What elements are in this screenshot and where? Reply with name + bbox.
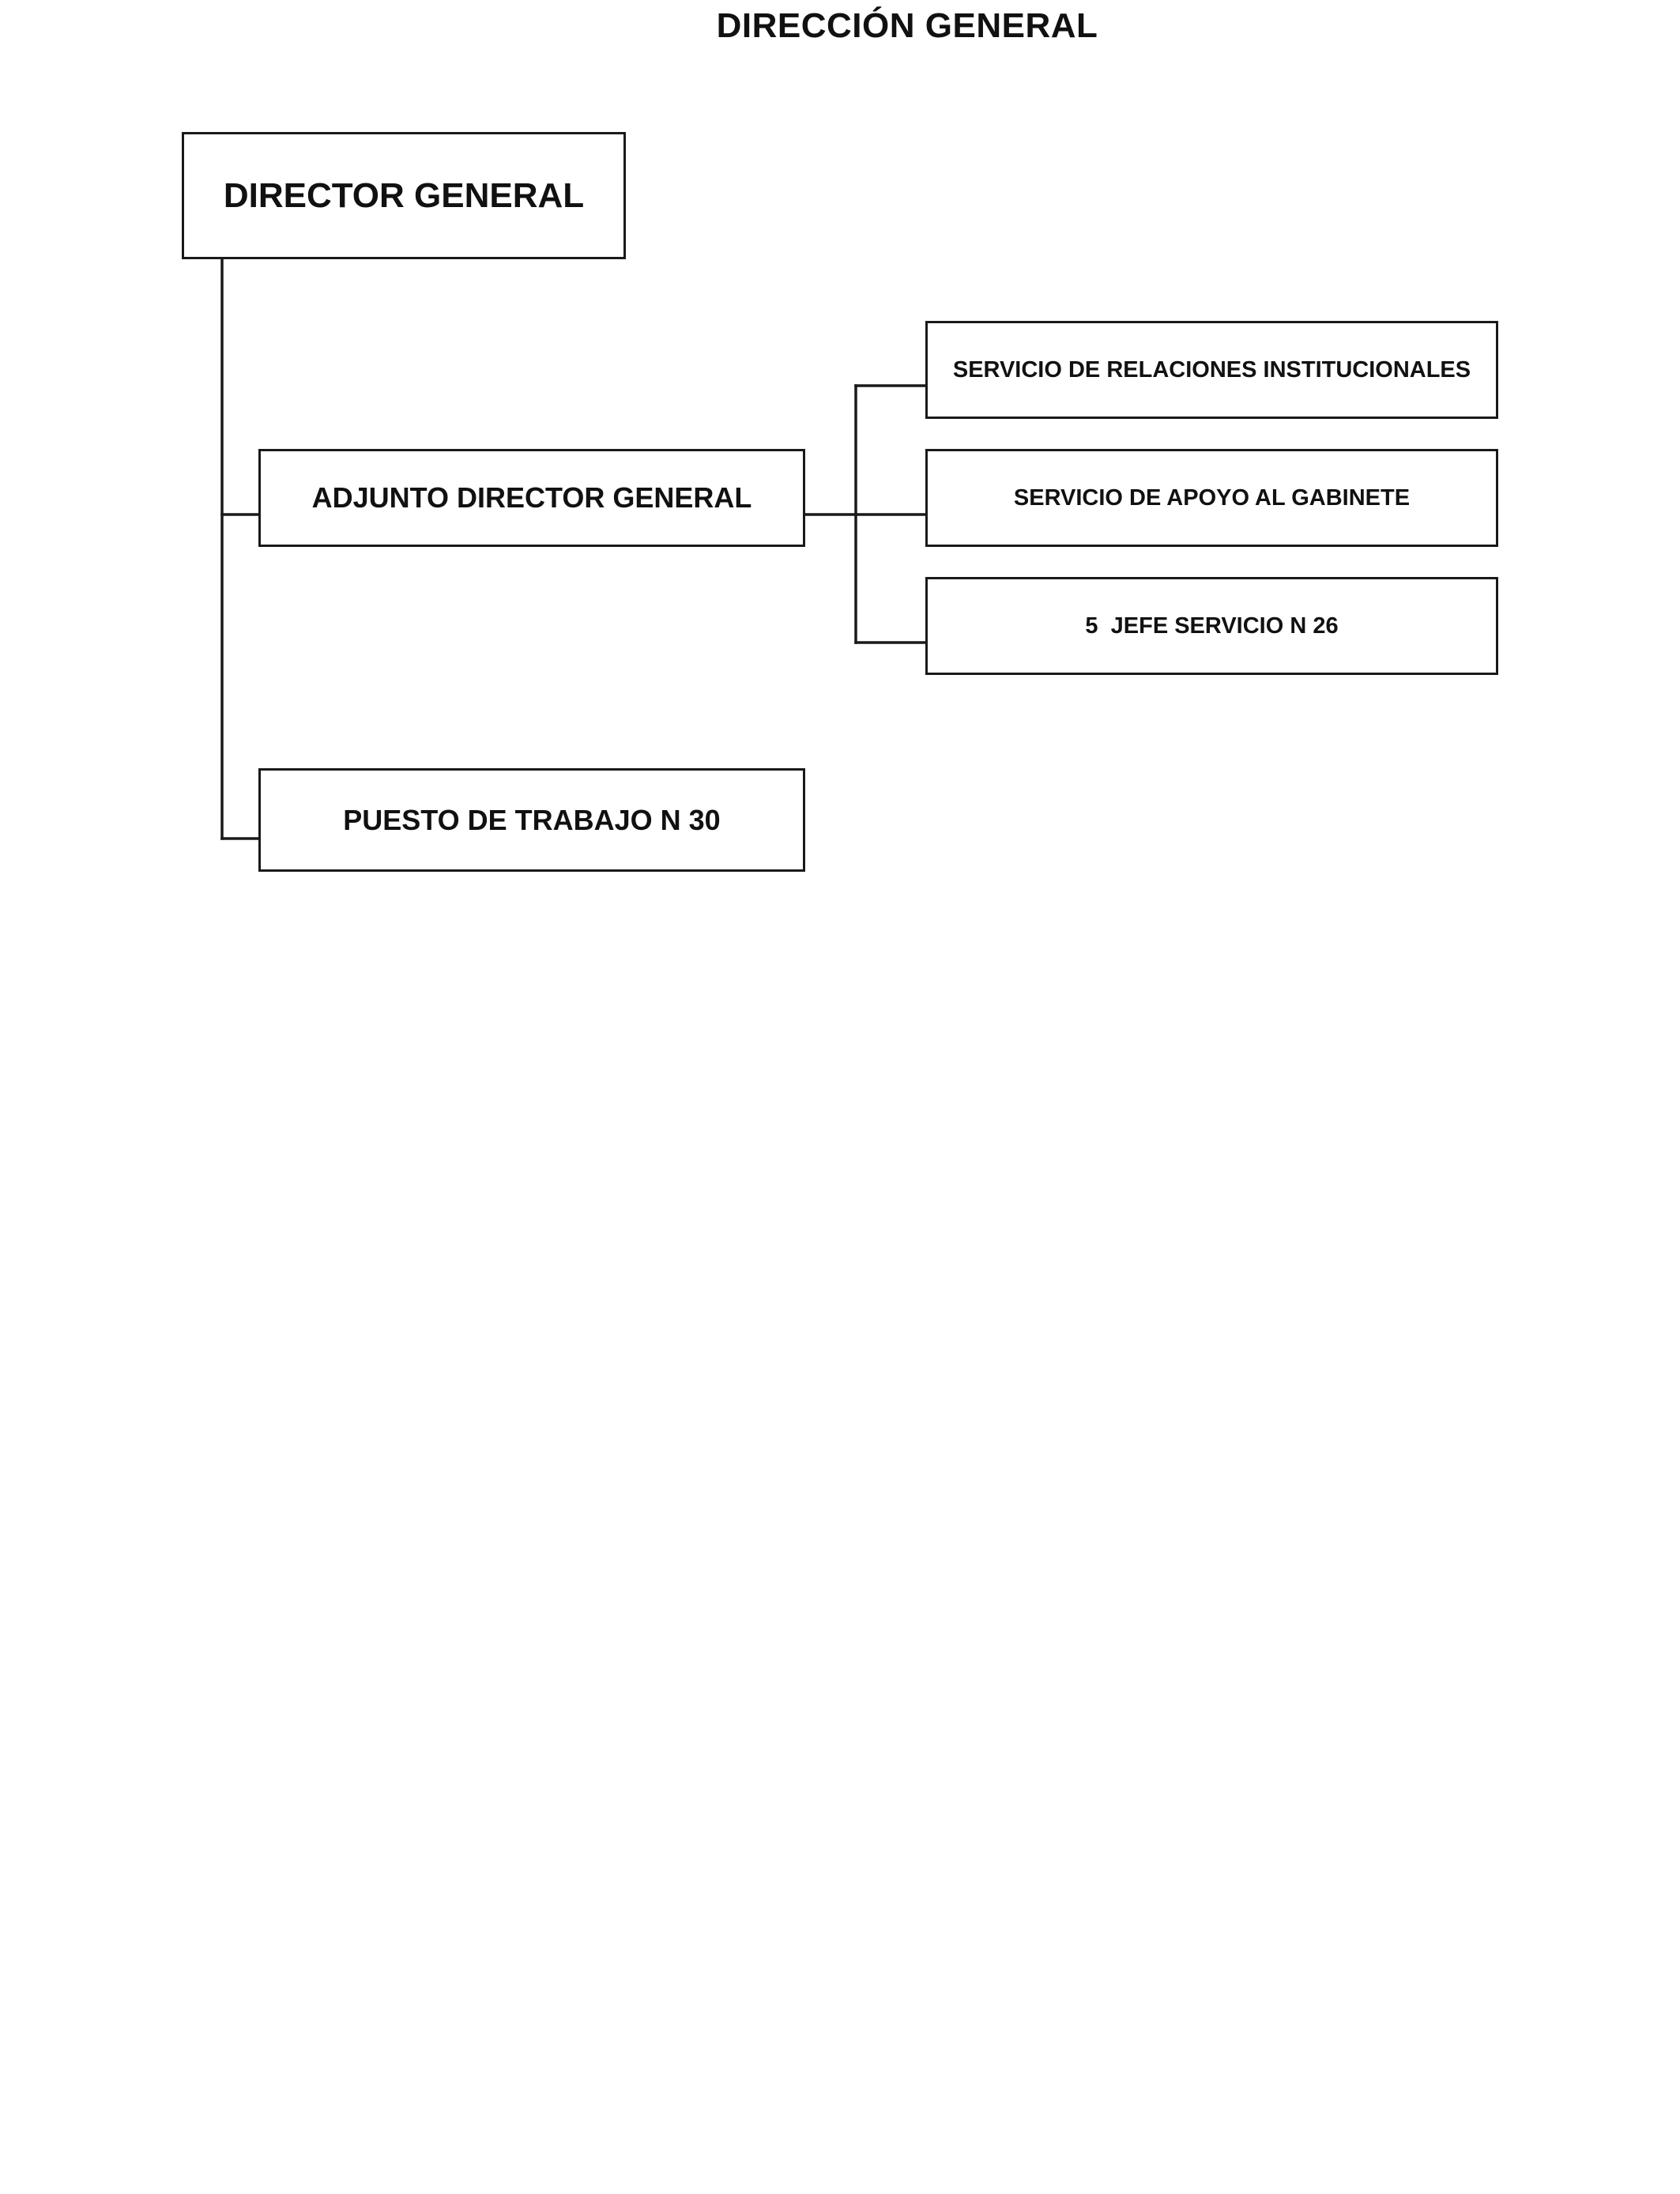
node-label: SERVICIO DE APOYO AL GABINETE bbox=[1013, 484, 1411, 511]
node-servicio-relaciones-institucionales: SERVICIO DE RELACIONES INSTITUCIONALES bbox=[925, 321, 1498, 419]
node-label: 5 JEFE SERVICIO N 26 bbox=[1085, 613, 1339, 639]
node-label: SERVICIO DE RELACIONES INSTITUCIONALES bbox=[952, 356, 1471, 383]
page-title: DIRECCIÓN GENERAL bbox=[716, 6, 1098, 45]
node-puesto-de-trabajo: PUESTO DE TRABAJO N 30 bbox=[258, 768, 805, 872]
node-adjunto-director-general: ADJUNTO DIRECTOR GENERAL bbox=[258, 449, 805, 547]
node-servicio-apoyo-gabinete: SERVICIO DE APOYO AL GABINETE bbox=[925, 449, 1498, 547]
node-director-general: DIRECTOR GENERAL bbox=[182, 132, 626, 259]
node-jefe-servicio: 5 JEFE SERVICIO N 26 bbox=[925, 577, 1498, 675]
node-label: DIRECTOR GENERAL bbox=[223, 175, 585, 215]
node-label: PUESTO DE TRABAJO N 30 bbox=[343, 803, 721, 836]
node-label: ADJUNTO DIRECTOR GENERAL bbox=[311, 481, 752, 514]
